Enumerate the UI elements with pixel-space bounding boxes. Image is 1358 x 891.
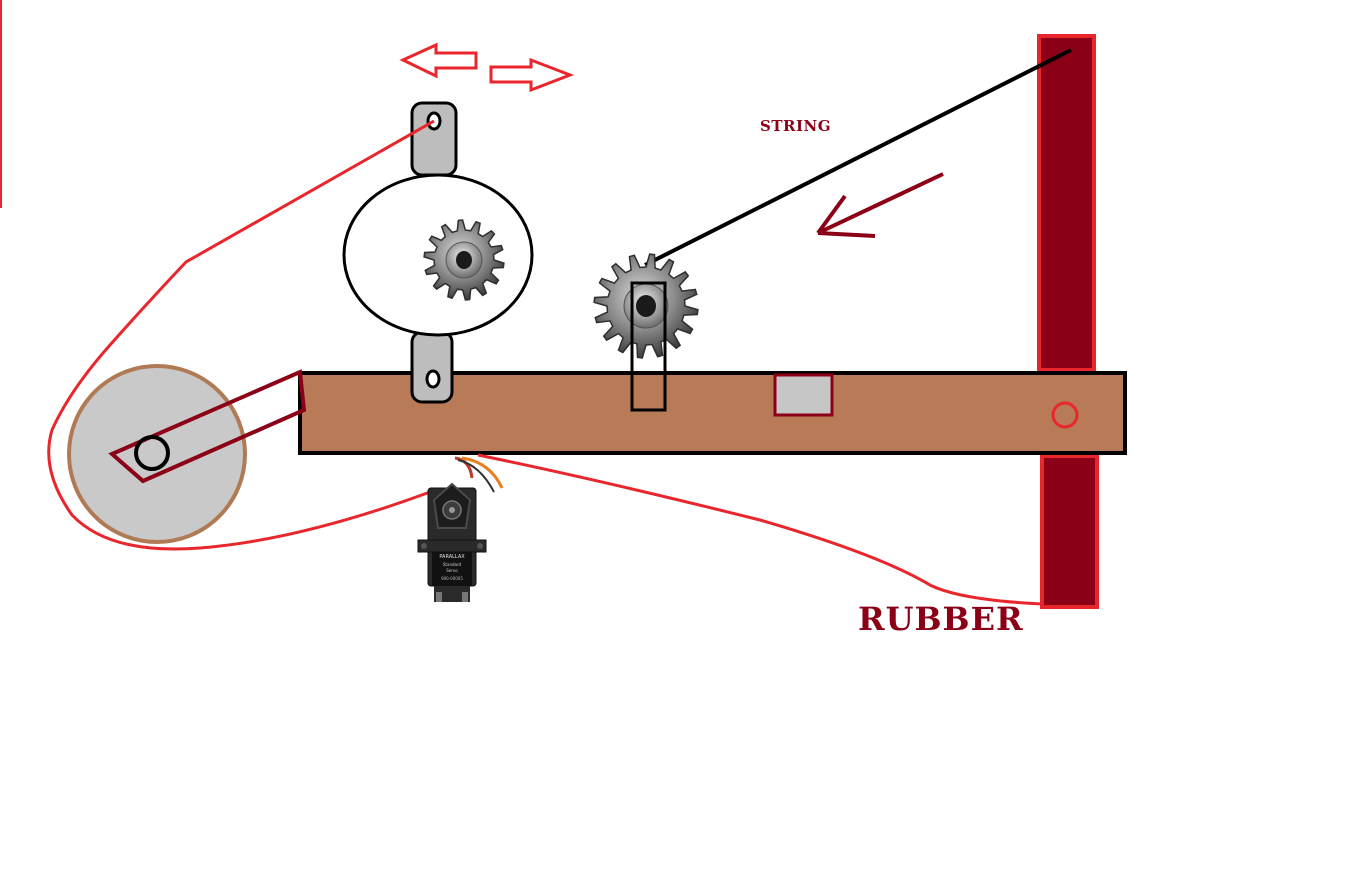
left-arrow-icon: [399, 42, 478, 79]
crank-arm: [108, 369, 307, 484]
servo-brand: PARALLAX: [439, 554, 465, 560]
gear-hole: [636, 295, 656, 317]
board-slot: [773, 373, 834, 417]
post-lower: [1040, 454, 1099, 609]
pull-arrow-icon: [816, 172, 944, 238]
rubber-band-right: [477, 453, 1043, 606]
rubber-band-left: [47, 119, 435, 551]
rubber-label: RUBBER: [858, 600, 1024, 638]
crank-pin: [134, 435, 170, 471]
right-arrow-icon: [489, 57, 575, 93]
pivot-hole: [1051, 401, 1079, 429]
servo-line3: Servo: [446, 568, 458, 573]
bottom-mount-hole: [425, 369, 441, 389]
pulley-wheel: [67, 364, 247, 544]
servo-line2: Standard: [443, 562, 462, 567]
servo-part: 900-00005: [441, 576, 463, 581]
string-label: STRING: [760, 117, 831, 135]
post-upper: [1037, 34, 1096, 372]
string-line: [644, 48, 1072, 267]
gear-icon: [423, 219, 505, 301]
servo-motor-icon: PARALLAX Standard Servo 900-00005: [417, 456, 504, 602]
gear-icon: [593, 253, 699, 359]
gear-slider: [630, 281, 667, 412]
bottom-mount: [410, 330, 454, 404]
gear-hole: [456, 251, 472, 269]
